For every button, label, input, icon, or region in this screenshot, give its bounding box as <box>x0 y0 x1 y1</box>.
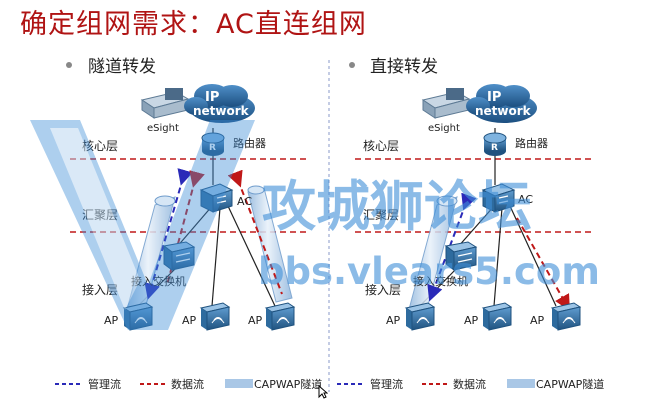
access-switch-label: 接入交换机 <box>413 274 468 288</box>
tunnel-end <box>247 185 265 195</box>
ap-icon <box>199 302 231 331</box>
legend-tunnel-swatch <box>507 379 535 388</box>
panel-tunnel-forwarding: 隧道转发 核心层 汇聚层 接入层 <box>66 57 310 331</box>
core-layer-label: 核心层 <box>82 139 118 153</box>
bullet-icon <box>349 62 355 68</box>
ip-network-sublabel: network <box>193 104 250 118</box>
aggregation-layer-label: 汇聚层 <box>363 208 399 222</box>
legend-data-label: 数据流 <box>171 377 204 391</box>
router-icon: R <box>201 132 225 156</box>
access-layer-label: 接入层 <box>82 282 118 297</box>
ap-label: AP <box>386 314 401 327</box>
mouse-cursor-icon <box>318 385 328 399</box>
panel-heading: 直接转发 <box>370 57 438 77</box>
ip-network-label: IP <box>487 90 501 105</box>
data-flow-line <box>516 217 570 311</box>
core-layer-label: 核心层 <box>363 139 399 153</box>
esight-server-icon <box>421 88 471 119</box>
legend-management-label: 管理流 <box>370 377 403 391</box>
access-switch-icon <box>162 241 196 271</box>
ap-label: AP <box>464 314 479 327</box>
legend-tunnel-label: CAPWAP隧道 <box>254 377 322 391</box>
panel-direct-forwarding: 直接转发 核心层 汇聚层 接入层 eSi <box>349 57 595 331</box>
ip-network-cloud-icon <box>466 84 537 123</box>
watermark-text: 攻城狮论坛 <box>262 175 532 238</box>
ap-icon <box>481 302 513 331</box>
ac-label: AC <box>237 195 252 208</box>
tunnel-end <box>154 195 176 207</box>
legend: 管理流 数据流 CAPWAP隧道 管理流 数据流 CAPWAP隧道 <box>55 377 604 391</box>
esight-label: eSight <box>428 123 460 134</box>
ap-label: AP <box>182 314 197 327</box>
svg-text:R: R <box>209 143 216 153</box>
ac-device-icon <box>199 183 234 213</box>
ap-label: AP <box>248 314 263 327</box>
ip-network-sublabel: network <box>475 104 532 118</box>
access-layer-label: 接入层 <box>365 282 401 297</box>
ac-device-icon <box>481 183 516 213</box>
ap-icon <box>550 302 582 331</box>
ap-icon <box>264 302 296 331</box>
legend-management-label: 管理流 <box>88 377 121 391</box>
ap-label: AP <box>104 314 119 327</box>
ip-network-cloud-icon <box>184 84 255 123</box>
legend-data-label: 数据流 <box>453 377 486 391</box>
ac-label: AC <box>518 193 533 206</box>
management-flow-line <box>427 192 477 302</box>
ap-label: AP <box>530 314 545 327</box>
ap-icon <box>404 302 436 331</box>
slide-title: 确定组网需求：AC直连组网 <box>20 9 367 40</box>
legend-tunnel-swatch <box>225 379 253 388</box>
bullet-icon <box>66 62 72 68</box>
watermark-url: bbs.vlears5.com <box>258 250 600 293</box>
panel-heading: 隧道转发 <box>88 57 156 77</box>
router-label: 路由器 <box>233 136 266 150</box>
aggregation-layer-label: 汇聚层 <box>82 208 118 222</box>
access-switch-label: 接入交换机 <box>131 274 186 288</box>
router-label: 路由器 <box>515 136 548 150</box>
watermark: 攻城狮论坛 bbs.vlears5.com <box>30 120 600 330</box>
svg-text:R: R <box>491 143 498 153</box>
ip-network-label: IP <box>205 90 219 105</box>
router-icon: R <box>483 132 507 156</box>
esight-server-icon <box>140 88 190 119</box>
legend-tunnel-label: CAPWAP隧道 <box>536 377 604 391</box>
access-switch-icon <box>444 241 478 271</box>
watermark-logo-icon <box>30 120 255 330</box>
esight-label: eSight <box>147 123 179 134</box>
ap-icon <box>122 302 154 331</box>
data-flow-line <box>227 169 283 295</box>
